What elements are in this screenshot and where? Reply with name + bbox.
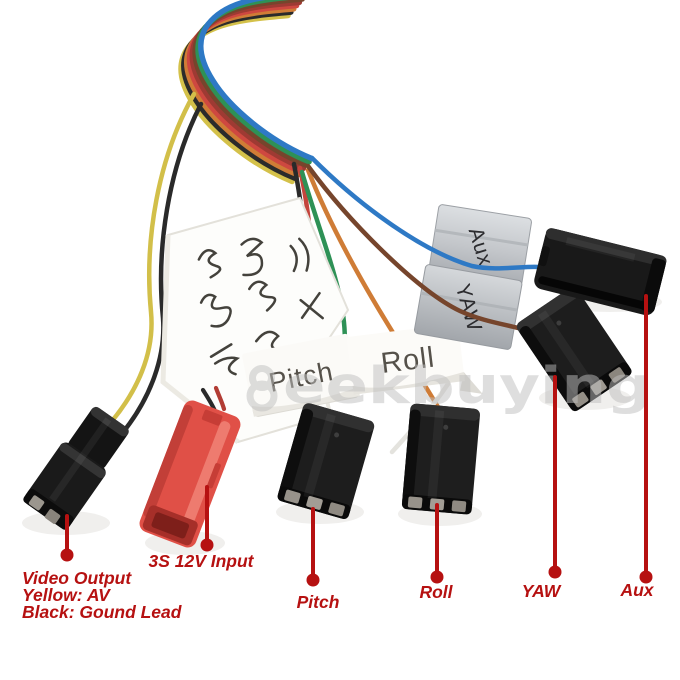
yaw-tape: YAW — [413, 264, 523, 350]
red-stub — [213, 385, 227, 412]
yaw-connector — [516, 287, 632, 412]
roll-tape-curl — [352, 372, 465, 395]
yaw-label: YAW — [522, 581, 562, 601]
roll-tape-tail — [460, 372, 483, 394]
power-input-connector — [139, 400, 241, 548]
jst-socket-opening — [151, 512, 190, 539]
video-output-connector — [23, 406, 129, 530]
power-input-label: 3S 12V Input — [148, 551, 254, 571]
pitch-pin-2 — [306, 496, 323, 510]
upper-wires — [305, 155, 551, 331]
roll-pin-3 — [451, 500, 467, 513]
pitch-pin-3 — [328, 502, 345, 517]
yaw-pin-1 — [572, 391, 589, 408]
annotations: Video Output Yellow: AV Black: Gound Lea… — [22, 294, 655, 622]
video-pointer-dot — [60, 548, 74, 562]
yaw-pin-3 — [608, 367, 625, 383]
video-output-label-line3: Black: Gound Lead — [22, 602, 182, 622]
aux-wire-entry — [538, 245, 550, 267]
video-output-label-line2: Yellow: AV — [22, 585, 111, 605]
power-pointer-dot — [200, 538, 214, 552]
annotation-lines — [65, 294, 648, 578]
roll-label: Roll — [419, 582, 453, 602]
roll-connector — [401, 403, 480, 515]
aux-pointer-dot — [639, 570, 653, 584]
watermark-logo-bottom-circle — [246, 380, 278, 412]
yaw-tape-foldline — [420, 291, 518, 312]
watermark-text: eekbuying — [283, 357, 651, 416]
brown-yaw-wire — [305, 163, 521, 331]
black-video-wire — [121, 101, 204, 434]
blue-aux-wire — [309, 155, 551, 271]
video-output-label-line1: Video Output — [22, 568, 132, 588]
video-pin-2 — [44, 509, 61, 524]
video-pin-1 — [28, 495, 45, 511]
yaw-pointer-dot — [548, 565, 562, 579]
aux-tape: Aux — [428, 204, 532, 286]
yaw-pin-2 — [590, 379, 607, 395]
aux-label: Aux — [619, 580, 654, 600]
pitch-pointer-dot — [306, 573, 320, 587]
watermark: eekbuying — [246, 357, 651, 416]
pitch-tape-curl — [251, 387, 360, 417]
roll-tape-text: Roll — [379, 342, 436, 380]
pitch-label: Pitch — [297, 592, 340, 612]
roll-pin-1 — [407, 496, 423, 509]
aux-tape-foldline — [434, 228, 529, 247]
yellow-video-wire — [109, 91, 197, 424]
roll-tape: Roll — [346, 323, 483, 395]
aux-connector — [534, 228, 667, 316]
roll-pointer-dot — [430, 570, 444, 584]
pitch-pin-1 — [284, 489, 301, 504]
roll-tape-body — [346, 323, 465, 395]
ribbon-cable — [181, 0, 312, 182]
yaw-tape-body — [413, 264, 523, 350]
annotation-dots — [60, 538, 653, 587]
pitch-connector — [277, 403, 375, 520]
